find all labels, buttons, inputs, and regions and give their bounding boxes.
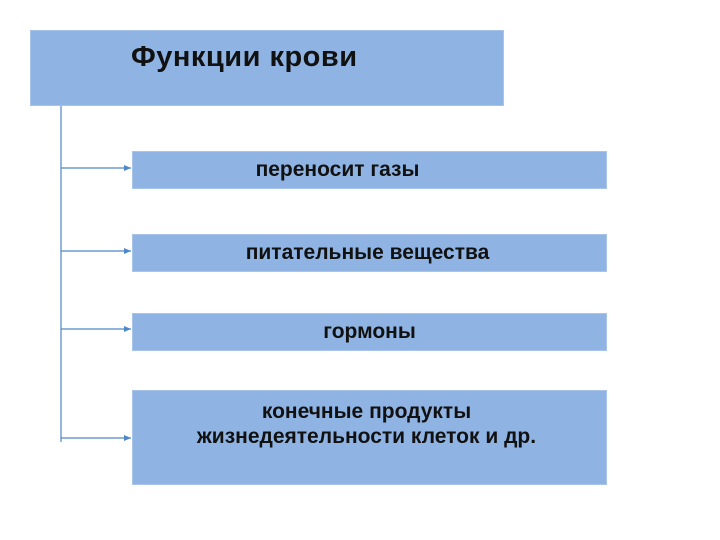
title-box: Функции крови [30,30,504,106]
function-label: гормоны [323,320,416,344]
function-label: конечные продукты жизнедеятельности клет… [196,400,537,449]
diagram-title: Функции крови [131,41,358,73]
function-box-hormones: гормоны [132,313,607,351]
function-label: переносит газы [255,158,420,182]
function-box-waste-products: конечные продукты жизнедеятельности клет… [132,390,607,485]
function-label: питательные вещества [245,241,490,265]
function-box-nutrients: питательные вещества [132,234,607,272]
function-box-gas-transport: переносит газы [132,151,607,189]
